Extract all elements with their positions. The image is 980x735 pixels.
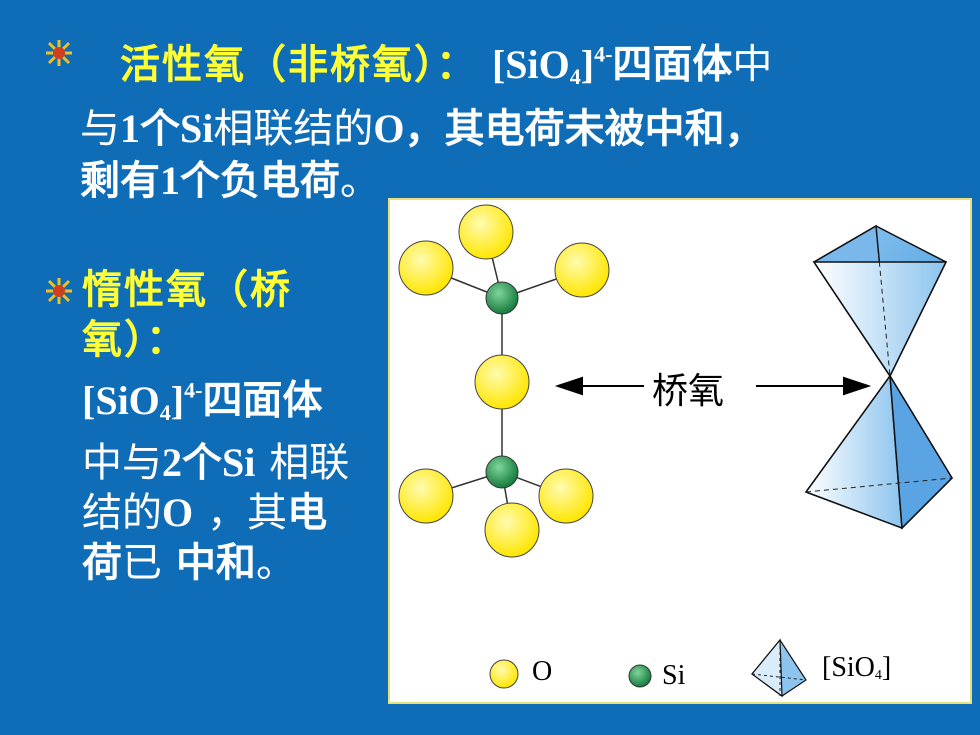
oxygen-atom xyxy=(398,468,454,524)
bridging-oxygen-label: 桥氧 xyxy=(652,371,725,412)
left-arrow-icon xyxy=(554,376,644,396)
active-oxygen-keyword: 活性氧（非桥氧）： xyxy=(120,41,478,88)
legend-oxygen-icon xyxy=(489,659,519,689)
star-bullet-icon xyxy=(46,40,72,66)
legend-silicon-icon xyxy=(628,664,652,688)
upper-tetrahedron xyxy=(812,224,948,378)
oxygen-atom xyxy=(398,240,454,296)
oxygen-atom xyxy=(458,204,514,260)
formula-sio4: [SiO4]4- xyxy=(491,41,613,89)
silicon-atom xyxy=(485,281,519,315)
inert-oxygen-paragraph: 惰性氧（桥氧）： [SiO4]4-四面体 中与2个Si 相联结的O ，其电荷已 … xyxy=(82,267,350,586)
structure-diagram xyxy=(398,204,953,698)
formula-sio4: [SiO4]4- xyxy=(82,377,203,425)
bridging-oxygen-atom xyxy=(474,354,530,410)
silicon-atom xyxy=(485,455,519,489)
legend-oxygen-label: O xyxy=(532,656,553,687)
oxygen-atom xyxy=(538,468,594,524)
legend-silicon-label: Si xyxy=(662,660,686,691)
inert-oxygen-keyword: 惰性氧（桥氧）： xyxy=(82,267,292,363)
active-oxygen-paragraph: 活性氧（非桥氧）： [SiO4]4-四面体中 与1个Si相联结的O，其电荷未被中… xyxy=(80,41,773,204)
bridging-oxygen-figure: 桥氧 O Si [SiO4] xyxy=(388,198,972,704)
lower-tetrahedron xyxy=(804,373,953,530)
star-bullet-icon xyxy=(46,278,72,304)
legend-sio4-label: [SiO4] xyxy=(822,652,892,683)
oxygen-atom xyxy=(484,502,540,558)
right-arrow-icon xyxy=(756,376,872,396)
legend-tetrahedron-icon xyxy=(751,638,807,698)
oxygen-atom xyxy=(554,242,610,298)
